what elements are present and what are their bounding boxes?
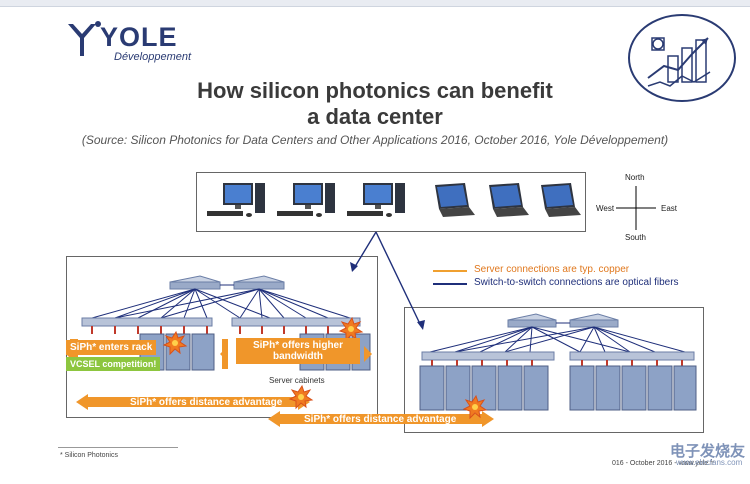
label-server-cabinets: Server cabinets <box>269 376 325 385</box>
page-note: 016 - October 2016 - www.yole.fr <box>612 460 715 467</box>
watermark-url: www.elecfans.com <box>676 458 743 467</box>
explosion-icon <box>462 394 488 420</box>
right-rack-switch-row <box>421 351 695 361</box>
switch-icon <box>507 313 557 328</box>
corner-logo <box>628 14 736 102</box>
footnote: * Silicon Photonics <box>60 452 118 459</box>
compass-south: South <box>625 233 646 242</box>
laptop-icon <box>489 183 529 217</box>
source-citation: (Source: Silicon Photonics for Data Cent… <box>81 133 669 147</box>
label-higher-bandwidth: SiPh* offers higher bandwidth <box>236 338 360 364</box>
desktop-computer-icon <box>207 183 265 217</box>
label-distance-2: SiPh* offers distance advantage <box>304 414 457 425</box>
laptop-icon <box>435 183 475 217</box>
legend-copper-line <box>433 270 467 272</box>
label-vcsel: VCSEL competition! <box>66 357 161 371</box>
label-higher-bandwidth-line2: bandwidth <box>273 351 323 362</box>
explosion-icon <box>288 384 314 410</box>
right-optical-fanout <box>429 322 686 353</box>
growth-chart-icon <box>647 37 711 87</box>
watermark: 电子发烧友 <box>670 443 746 460</box>
footnote-rule <box>58 447 178 448</box>
legend-optical-text: Switch-to-switch connections are optical… <box>474 277 679 288</box>
switch-icon <box>569 313 619 328</box>
compass-west: West <box>596 204 615 213</box>
compass-cross-icon <box>616 186 656 230</box>
client-computers-illustration <box>207 183 581 217</box>
left-optical-fanout <box>91 284 351 319</box>
label-distance-1: SiPh* offers distance advantage <box>130 397 283 408</box>
desktop-computer-icon <box>347 183 405 217</box>
switch-icon <box>169 275 221 290</box>
title-line-1: How silicon photonics can benefit <box>197 78 553 103</box>
laptop-icon <box>541 183 581 217</box>
brand-subtitle: Développement <box>114 51 192 63</box>
compass-north: North <box>625 173 645 182</box>
legend-optical-line <box>433 283 467 285</box>
brand-name: YOLE <box>100 22 178 52</box>
client-link-left <box>352 231 377 271</box>
client-computers-box <box>196 172 586 232</box>
explosion-icon <box>162 330 188 356</box>
label-higher-bandwidth-line1: SiPh* offers higher <box>252 340 343 351</box>
title-line-2: a data center <box>307 104 443 129</box>
desktop-computer-icon <box>277 183 335 217</box>
top-rule <box>0 0 750 7</box>
switch-icon <box>233 275 285 290</box>
left-copper-links <box>91 326 351 334</box>
right-copper-links <box>431 360 683 366</box>
label-enters-rack: SiPh* enters rack <box>66 340 157 355</box>
client-link-right <box>375 231 422 327</box>
compass-east: East <box>661 204 678 213</box>
yole-logo-icon <box>68 21 101 56</box>
right-server-cabinets <box>419 365 697 411</box>
left-rack-switch-row <box>81 317 361 327</box>
legend-copper-text: Server connections are typ. copper <box>474 264 630 275</box>
